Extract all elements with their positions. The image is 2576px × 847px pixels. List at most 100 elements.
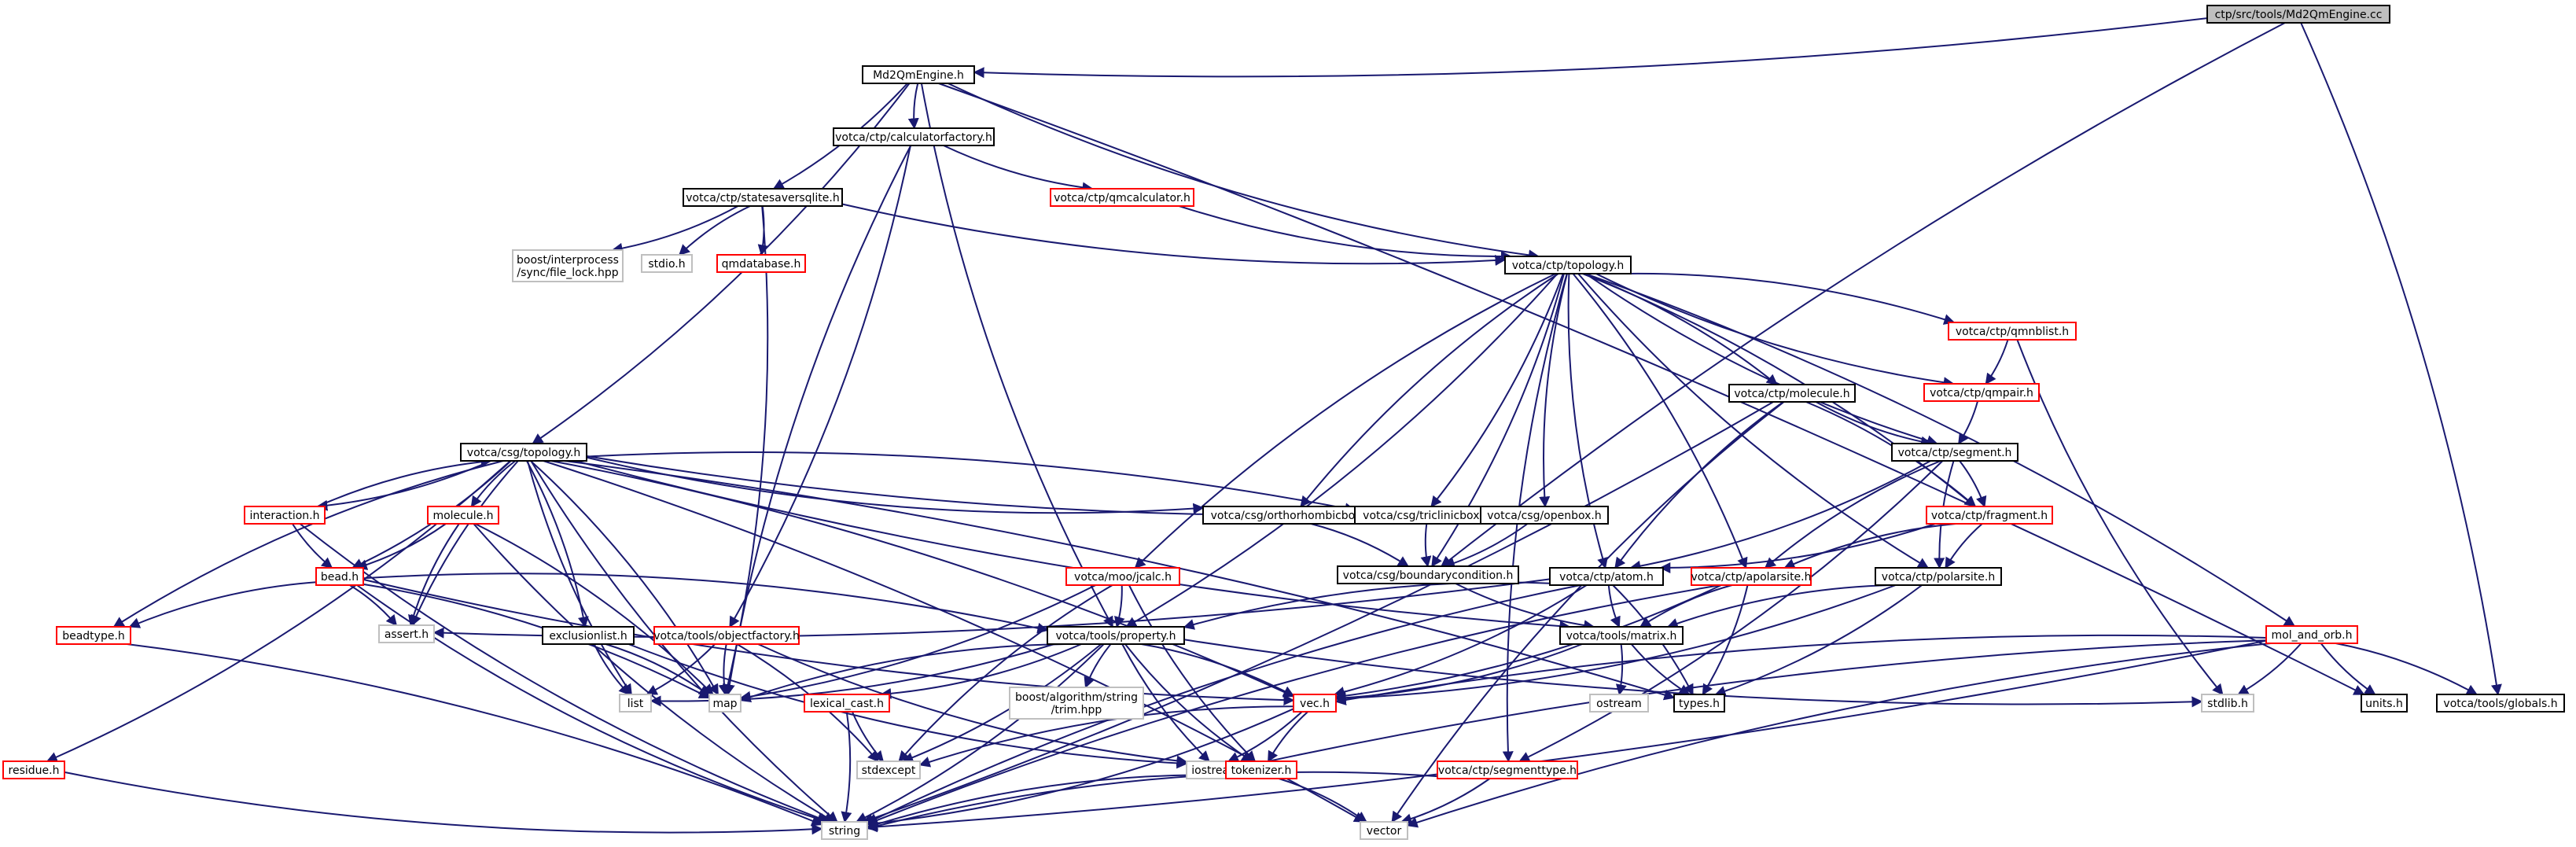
node-assert-box <box>378 624 435 643</box>
edge-ctptop-to-apolar <box>1572 273 1748 569</box>
node-beadtype[interactable]: beadtype.h <box>56 626 131 645</box>
node-map-box <box>708 694 742 713</box>
edge-bead-to-string <box>356 584 829 824</box>
edge-ctpmol-to-segment <box>1815 401 1932 447</box>
node-calcfactory-box <box>833 127 995 146</box>
edge-property-to-map <box>739 643 1066 703</box>
node-objfactory-box <box>653 626 800 645</box>
edge-objfactory-to-list <box>646 643 716 695</box>
node-apolar[interactable]: votca/ctp/apolarsite.h <box>1691 567 1812 586</box>
edge-atom-to-vec <box>1333 584 1588 698</box>
node-filelock-label: boost/interprocess/sync/file_lock.hpp <box>517 254 619 279</box>
node-matrix-box <box>1559 626 1684 645</box>
node-atom[interactable]: votca/ctp/atom.h <box>1549 567 1664 586</box>
edge-md2qm-to-units <box>938 83 2365 695</box>
node-fragment-box <box>1926 506 2053 525</box>
edge-segment-to-segtype <box>1518 460 1944 762</box>
edge-qmnblist-to-qmpair <box>1985 339 2009 385</box>
node-boundary-label: votca/csg/boundarycondition.h <box>1343 569 1514 582</box>
node-vector: vector <box>1360 821 1408 840</box>
edge-molorb-to-string <box>866 639 2267 833</box>
node-interaction[interactable]: interaction.h <box>244 506 326 525</box>
edge-matrix-to-ostream <box>1615 643 1627 696</box>
node-ctptop-label: votca/ctp/topology.h <box>1512 260 1625 272</box>
node-lexical[interactable]: lexical_cast.h <box>804 694 890 713</box>
node-vector-label: vector <box>1367 825 1402 838</box>
edge-ctpmol-to-atom <box>1614 401 1784 569</box>
node-lexical-box <box>804 694 890 713</box>
node-qmpair[interactable]: votca/ctp/qmpair.h <box>1923 383 2040 402</box>
node-root[interactable]: ctp/src/tools/Md2QmEngine.cc <box>2206 5 2390 24</box>
node-segtype[interactable]: votca/ctp/segmenttype.h <box>1437 760 1578 779</box>
node-vec[interactable]: vec.h <box>1293 694 1337 713</box>
node-objfactory[interactable]: votca/tools/objectfactory.h <box>653 626 800 645</box>
node-vec-box <box>1293 694 1337 713</box>
node-tricl[interactable]: votca/csg/triclinicbox.h <box>1354 506 1499 525</box>
node-csgtop[interactable]: votca/csg/topology.h <box>460 443 587 462</box>
edge-fragment-to-polarsite <box>1945 523 1983 569</box>
edge-ctptop-to-openbox <box>1539 273 1568 508</box>
node-exclusion-label: exclusionlist.h <box>549 630 627 643</box>
node-property-box <box>1047 626 1185 645</box>
node-residue-label: residue.h <box>9 764 60 777</box>
node-segtype-box <box>1437 760 1578 779</box>
edge-csgtop-to-tricl <box>586 451 1356 514</box>
node-jcalc[interactable]: votca/moo/jcalc.h <box>1065 567 1180 586</box>
node-csgtop-label: votca/csg/topology.h <box>467 447 580 459</box>
node-bead[interactable]: bead.h <box>315 567 364 586</box>
node-filelock: boost/interprocess/sync/file_lock.hpp <box>512 249 624 282</box>
node-ortho[interactable]: votca/csg/orthorhombicbox.h <box>1202 506 1380 525</box>
node-ctptop[interactable]: votca/ctp/topology.h <box>1504 256 1632 274</box>
edge-ctptop-to-property <box>1125 273 1558 628</box>
node-fragment[interactable]: votca/ctp/fragment.h <box>1926 506 2053 525</box>
edge-fragment-to-apolar <box>1783 523 1956 569</box>
node-apolar-box <box>1691 567 1812 586</box>
node-ctpmol[interactable]: votca/ctp/molecule.h <box>1728 384 1856 403</box>
node-units-box <box>2361 694 2408 713</box>
node-openbox[interactable]: votca/csg/openbox.h <box>1480 506 1609 525</box>
edge-residue-to-string <box>64 771 823 835</box>
edge-property-to-tokenizer <box>1124 643 1253 762</box>
node-residue[interactable]: residue.h <box>2 760 65 779</box>
edge-property-to-string <box>856 643 1105 823</box>
edge-boundary-to-matrix <box>1455 583 1595 632</box>
edge-lexical-to-string <box>841 711 852 823</box>
node-qmnblist[interactable]: votca/ctp/qmnblist.h <box>1948 322 2077 341</box>
node-md2qm[interactable]: Md2QmEngine.h <box>862 65 975 84</box>
node-matrix[interactable]: votca/tools/matrix.h <box>1559 626 1684 645</box>
node-qmnblist-label: votca/ctp/qmnblist.h <box>1956 326 2069 338</box>
edge-interaction-to-string <box>299 523 830 824</box>
node-statesaver[interactable]: votca/ctp/statesaversqlite.h <box>683 188 843 207</box>
edge-root-to-md2qm <box>973 17 2208 79</box>
edge-molorb-to-iostream <box>1243 639 2267 770</box>
node-types[interactable]: types.h <box>1673 694 1725 713</box>
node-exclusion[interactable]: exclusionlist.h <box>542 626 635 645</box>
edge-molorb-to-globals <box>2335 643 2478 695</box>
node-boundary[interactable]: votca/csg/boundarycondition.h <box>1337 565 1519 584</box>
node-units[interactable]: units.h <box>2361 694 2408 713</box>
node-assert-label: assert.h <box>385 628 429 641</box>
edge-md2qm-to-property <box>920 83 1113 628</box>
edge-csgtop-to-ortho <box>586 456 1205 514</box>
node-calcfactory[interactable]: votca/ctp/calculatorfactory.h <box>833 127 995 146</box>
node-moleculeh[interactable]: molecule.h <box>427 506 499 525</box>
node-qmcalc[interactable]: votca/ctp/qmcalculator.h <box>1050 188 1194 207</box>
edge-interaction-to-csgtop <box>317 456 492 507</box>
edge-objfactory-to-iostream <box>757 643 1188 767</box>
edge-calcfactory-to-qmcalc <box>943 145 1094 193</box>
edge-ctpmol-to-vector <box>1391 401 1785 823</box>
node-segment[interactable]: votca/ctp/segment.h <box>1891 443 2018 462</box>
edge-tokenizer-to-string <box>866 774 1227 830</box>
node-molorb[interactable]: mol_and_orb.h <box>2265 625 2358 644</box>
node-types-box <box>1673 694 1725 713</box>
edge-vec-to-tokenizer <box>1267 711 1308 763</box>
node-md2qm-box <box>862 65 975 84</box>
node-qmdb[interactable]: qmdatabase.h <box>716 254 806 273</box>
node-root-box <box>2206 5 2390 24</box>
node-qmpair-label: votca/ctp/qmpair.h <box>1930 387 2033 400</box>
node-polarsite[interactable]: votca/ctp/polarsite.h <box>1875 567 2002 586</box>
node-globals[interactable]: votca/tools/globals.h <box>2436 694 2565 713</box>
node-property[interactable]: votca/tools/property.h <box>1047 626 1185 645</box>
node-tokenizer[interactable]: tokenizer.h <box>1225 760 1297 779</box>
